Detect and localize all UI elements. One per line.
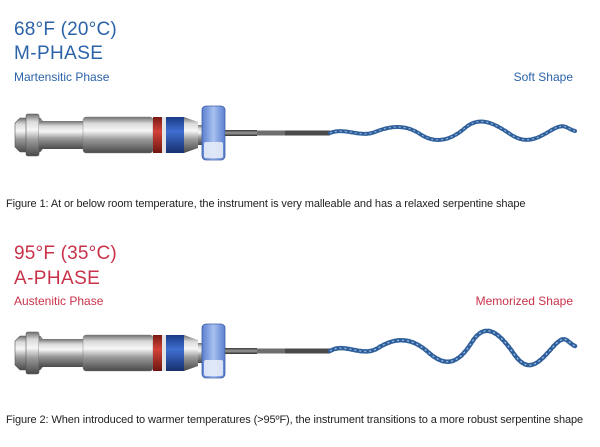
endodontic-file-icon xyxy=(14,323,578,379)
phase-name: Austenitic Phase xyxy=(14,294,104,308)
figure-2-panel: 95°F (35°C) A-PHASE Austenitic Phase Mem… xyxy=(0,220,600,447)
phase-label: A-PHASE xyxy=(14,268,101,289)
endodontic-file-icon xyxy=(14,105,577,161)
shape-label: Soft Shape xyxy=(513,70,573,84)
figure-caption: Figure 1: At or below room temperature, … xyxy=(6,198,526,210)
temperature-label: 68°F (20°C) xyxy=(14,19,117,40)
phase-label: M-PHASE xyxy=(14,43,104,64)
figure-1-panel: 68°F (20°C) M-PHASE Martensitic Phase So… xyxy=(0,0,600,218)
shape-label: Memorized Shape xyxy=(475,294,573,308)
figure-caption: Figure 2: When introduced to warmer temp… xyxy=(6,414,584,426)
temperature-label: 95°F (35°C) xyxy=(14,243,117,264)
phase-name: Martensitic Phase xyxy=(14,70,110,84)
